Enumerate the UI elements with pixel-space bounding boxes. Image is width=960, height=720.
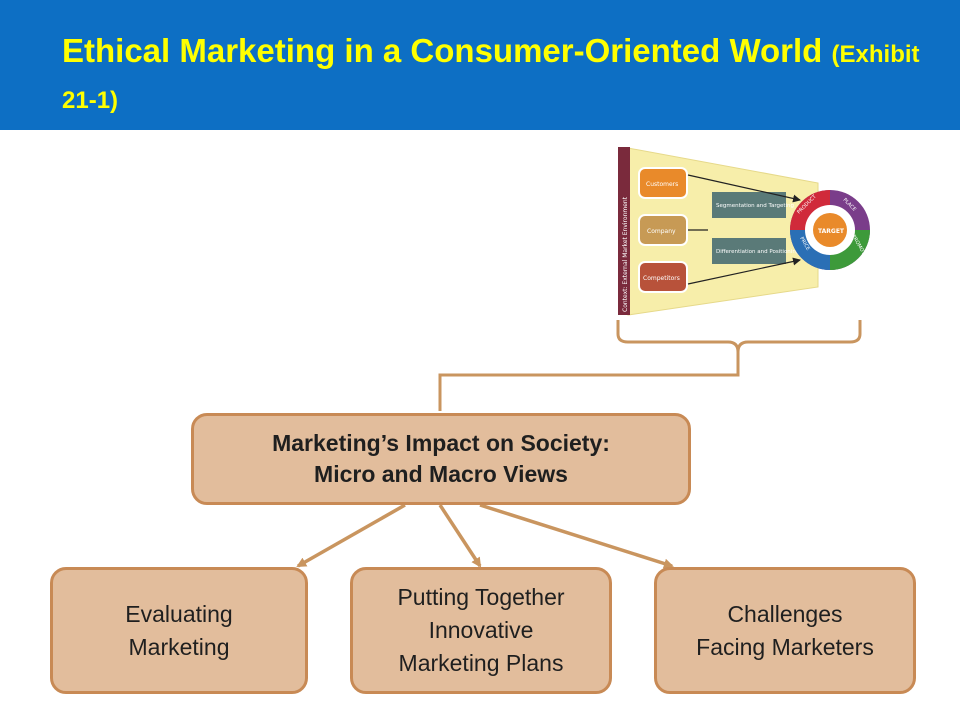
slide-title: Ethical Marketing in a Consumer-Oriented… (62, 30, 942, 122)
context-sidebar (618, 147, 630, 315)
slide-title-exhibit: (Exhibit 21-1) (62, 41, 920, 114)
arrow-to-challenges (479, 503, 674, 569)
arrow-to-plans (438, 504, 482, 568)
plans-line-3: Marketing Plans (398, 650, 564, 676)
customers-label: Customers (646, 181, 678, 188)
evaluating-line-2: Marketing (128, 633, 230, 660)
plans-line-1: Putting Together (397, 584, 565, 610)
differentiation-label: Differentiation and Positioning (716, 249, 799, 255)
impact-line-2: Micro and Macro Views (314, 461, 568, 487)
title-banner (0, 0, 960, 130)
evaluating-marketing-box: Evaluating Marketing (50, 567, 308, 694)
context-sidebar-label: Context: External Market Environment (622, 196, 629, 312)
thumbnail-bracket (616, 320, 862, 353)
marketing-mix-wheel: TARGET PRODUCT PLACE PROMOTION PRICE (790, 190, 871, 270)
marketing-plans-box: Putting Together Innovative Marketing Pl… (350, 567, 612, 694)
competitors-box (638, 261, 688, 293)
challenges-line-1: Challenges (727, 600, 843, 627)
company-box (638, 214, 688, 246)
differentiation-box (712, 238, 786, 264)
wheel-center-label: TARGET (818, 228, 845, 235)
plans-line-2: Innovative (428, 617, 534, 643)
bracket-connector (438, 352, 740, 411)
impact-on-society-box: Marketing’s Impact on Society: Micro and… (191, 413, 691, 505)
company-label: Company (647, 228, 676, 235)
challenges-line-2: Facing Marketers (696, 633, 874, 660)
slide-title-main: Ethical Marketing in a Consumer-Oriented… (62, 32, 823, 69)
arrow-to-evaluating (296, 503, 406, 568)
competitors-label: Competitors (643, 275, 680, 282)
segmentation-label: Segmentation and Targeting (716, 203, 794, 209)
segmentation-box (712, 192, 786, 218)
customers-box (638, 167, 688, 199)
challenges-box: Challenges Facing Marketers (654, 567, 916, 694)
impact-line-1: Marketing’s Impact on Society: (272, 430, 610, 456)
framework-thumbnail: Context: External Market Environment Cus… (618, 147, 871, 316)
evaluating-line-1: Evaluating (125, 600, 233, 627)
